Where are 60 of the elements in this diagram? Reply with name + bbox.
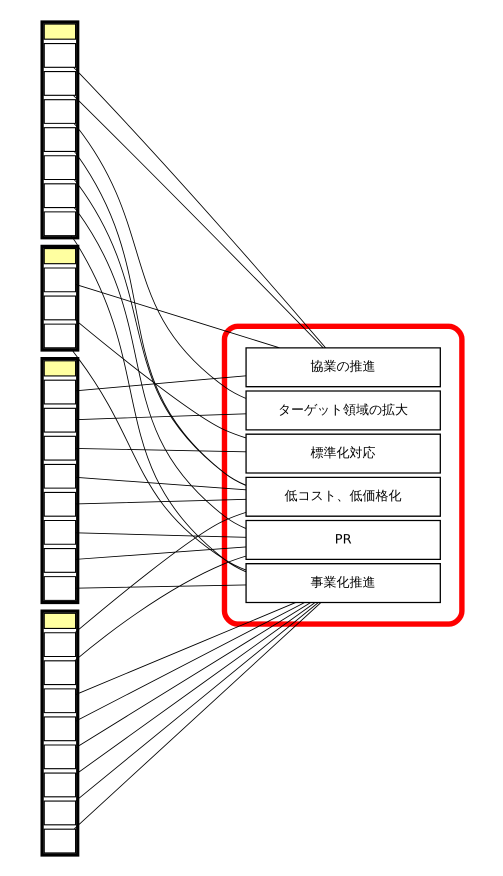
node-box: PR xyxy=(244,519,440,560)
cluster xyxy=(221,323,464,626)
connector xyxy=(74,284,280,348)
node-box xyxy=(43,612,76,628)
connector xyxy=(70,347,246,570)
node-box: 標準化対応 xyxy=(244,433,440,474)
cluster xyxy=(40,20,79,239)
node-box xyxy=(43,548,76,572)
connector xyxy=(74,602,296,694)
node-box: 事業化推進 xyxy=(244,562,440,603)
node-box xyxy=(43,360,76,376)
node-box xyxy=(43,407,76,432)
connector xyxy=(73,206,246,528)
node-box xyxy=(43,772,76,797)
node-box: ターゲット領域の拡大 xyxy=(244,390,440,430)
node-box xyxy=(43,660,76,685)
cluster xyxy=(40,356,79,604)
connector xyxy=(74,412,246,420)
node-box xyxy=(43,435,76,460)
node-box xyxy=(43,126,76,152)
node-box xyxy=(43,576,76,600)
connector xyxy=(74,584,246,588)
node-box xyxy=(43,42,76,68)
connector xyxy=(74,374,246,391)
cluster xyxy=(40,609,79,856)
connector xyxy=(74,319,246,438)
node-box xyxy=(43,828,76,853)
node-box xyxy=(43,295,76,320)
node-box xyxy=(43,248,76,264)
node-box xyxy=(43,266,76,292)
node-box: 低コスト、低価格化 xyxy=(244,476,440,516)
connector xyxy=(74,532,246,538)
node-box xyxy=(43,800,76,825)
connector xyxy=(73,122,246,398)
connector xyxy=(74,498,246,504)
node-box xyxy=(43,688,76,713)
node-box xyxy=(43,98,76,124)
node-box xyxy=(43,70,76,96)
connector xyxy=(74,602,304,722)
cluster xyxy=(40,244,79,352)
connector xyxy=(74,448,246,452)
node-box: 協業の推進 xyxy=(244,346,440,387)
connector xyxy=(70,234,246,572)
node-box xyxy=(43,23,76,40)
node-box xyxy=(43,210,76,236)
connector xyxy=(74,511,246,632)
node-box xyxy=(43,491,76,516)
node-box xyxy=(43,323,76,348)
node-box xyxy=(43,463,76,488)
connector xyxy=(74,476,246,490)
connector xyxy=(74,546,246,560)
connector xyxy=(74,555,246,661)
node-box xyxy=(43,632,76,657)
node-box xyxy=(43,744,76,769)
node-box xyxy=(43,716,76,741)
connector xyxy=(74,602,310,748)
node-box xyxy=(43,182,76,208)
node-box xyxy=(43,154,76,180)
node-box xyxy=(43,379,76,404)
node-box xyxy=(43,519,76,544)
